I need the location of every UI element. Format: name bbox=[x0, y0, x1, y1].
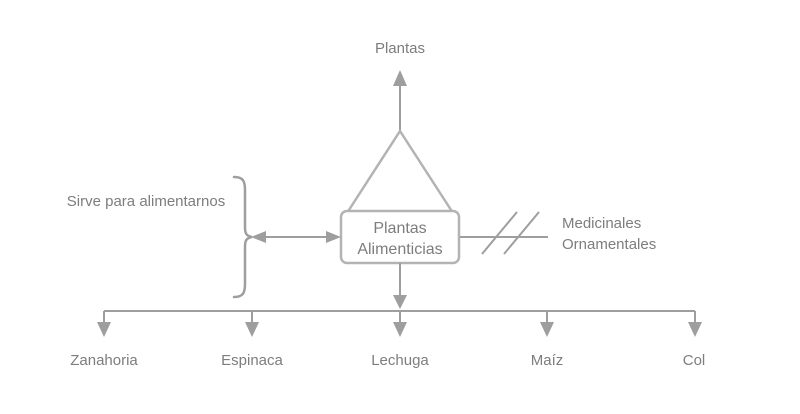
down-arrow-col bbox=[688, 311, 702, 337]
center-box: Plantas Alimenticias bbox=[339, 209, 461, 265]
box-to-bottom-arrow bbox=[393, 263, 407, 309]
slash-mark-2 bbox=[503, 211, 540, 255]
down-arrow-zanahoria bbox=[97, 311, 111, 337]
right-annotation-line2: Ornamentales bbox=[562, 236, 656, 253]
triangle-shape bbox=[345, 129, 455, 215]
top-label-plantas: Plantas bbox=[375, 40, 425, 57]
up-arrow bbox=[393, 70, 407, 131]
down-arrowhead-icon bbox=[393, 295, 407, 309]
center-box-label-line1: Plantas bbox=[373, 220, 426, 237]
left-annotation-label: Sirve para alimentarnos bbox=[67, 193, 225, 210]
bottom-label-zanahoria: Zanahoria bbox=[70, 352, 138, 369]
bottom-label-lechuga: Lechuga bbox=[371, 352, 429, 369]
double-headed-arrow bbox=[251, 231, 341, 243]
bottom-label-maiz: Maíz bbox=[531, 352, 564, 369]
down-arrow-lechuga bbox=[393, 311, 407, 337]
right-arrowhead-icon bbox=[326, 231, 341, 243]
right-annotation-line1: Medicinales bbox=[562, 215, 641, 232]
bottom-label-col: Col bbox=[683, 352, 706, 369]
bottom-label-espinaca: Espinaca bbox=[221, 352, 283, 369]
down-arrow-maiz bbox=[540, 311, 554, 337]
curly-brace bbox=[232, 175, 253, 299]
crossed-connector bbox=[460, 211, 548, 255]
down-arrow-espinaca bbox=[245, 311, 259, 337]
center-box-label-line2: Alimenticias bbox=[357, 241, 442, 258]
up-arrowhead-icon bbox=[393, 70, 407, 86]
slash-mark-1 bbox=[481, 211, 518, 255]
right-annotation: Medicinales Ornamentales bbox=[562, 215, 656, 253]
left-arrowhead-icon bbox=[251, 231, 266, 243]
